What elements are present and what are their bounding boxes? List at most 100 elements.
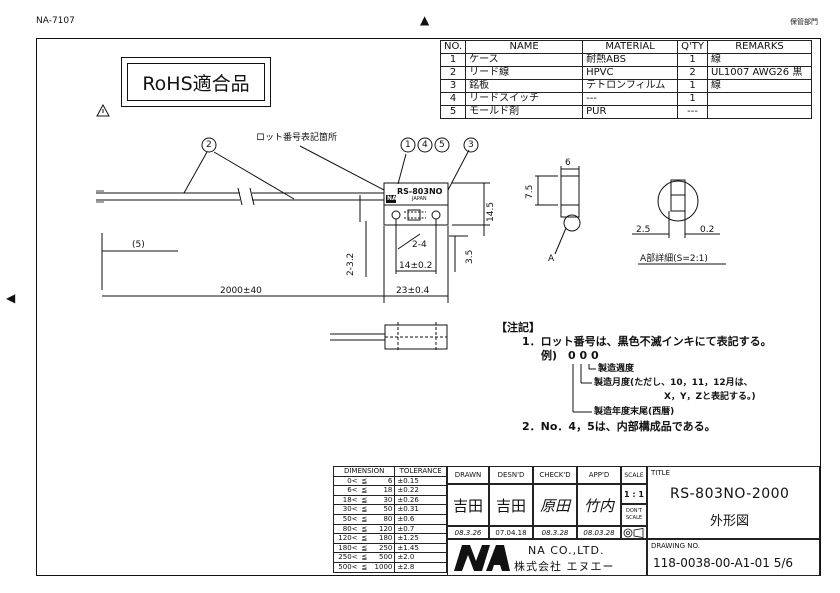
na-mini-logo [386,195,396,203]
tolerance-row: 6<≦18±0.22 [332,485,447,496]
doc-code: NA-7107 [36,16,75,26]
dim-3-5: 3.5 [465,249,475,264]
drawing-number: 118-0038-00-A1-01 5/6 [653,556,794,570]
tol-to: 120 [370,523,396,535]
side-view [560,175,580,218]
tolerance-table: DIMENSION TOLERANCE 0<≦6±0.15 6<≦18±0.22… [332,466,447,573]
tol-to: 18 [370,485,396,496]
tol-op: ≦ [359,533,371,544]
na-logo-icon [454,545,510,571]
tol-value: ±0.6 [394,513,447,525]
balloon-1: 1 [405,140,411,150]
dim-14-5: 14.5 [486,201,496,222]
warning-triangle-icon [96,104,110,117]
tol-op: ≦ [359,504,371,515]
balloon-4-circle [417,137,433,153]
tolerance-row: 80<≦120±0.7 [332,523,447,535]
tol-from: 50< [332,513,360,525]
checkd-signature: 原田 [533,484,577,526]
top-center-marker: ▲ [420,13,430,27]
tol-to: 50 [370,504,396,515]
marking-sub: JAPAN [412,196,427,202]
balloon-2-circle [201,137,217,153]
company-cell: NA CO.,LTD. 株式会社 エヌエー [447,539,647,576]
tol-to: 30 [370,494,396,506]
tol-from: 250< [332,552,360,563]
note-year: 製造年度末尾(西暦) [594,407,675,417]
balloon-3: 3 [468,140,474,150]
bom-row: 4 リードスイッチ --- 1 [439,92,813,106]
tol-to: 80 [370,513,396,525]
tolerance-row: 500<≦1000±2.8 [332,561,447,573]
tol-from: 18< [332,494,360,506]
projection-symbol-cell [621,526,647,539]
note-1: 1．ロット番号は、黒色不滅インキにて表記する。 [522,335,772,348]
tol-op: ≦ [359,561,371,573]
desnd-signature: 吉田 [489,484,533,526]
desnd-header: DESN'D [489,466,533,484]
tol-to: 1000 [370,561,396,573]
note-month-2: X，Y，Zと表記する。) [664,392,756,402]
tolerance-row: 30<≦50±0.31 [332,504,447,515]
tol-from: 500< [332,561,360,573]
projection-symbol-icon [623,527,644,538]
dim-6: 6 [565,158,571,168]
dim-2-5: 2.5 [636,225,651,235]
brand-mini-text: NA [387,195,397,202]
scale-header: SCALE [621,466,647,484]
notes-title: 【注記】 [496,321,540,334]
tol-value: ±0.22 [394,485,447,496]
tol-from: 120< [332,533,360,544]
note-week: 製造週度 [598,364,635,374]
bom-cell-remarks [706,105,813,119]
drawing-frame [36,38,821,576]
tol-to: 500 [370,552,396,563]
title-block: DRAWN DESN'D CHECK'D APP'D SCALE 吉田 吉田 原… [447,466,820,576]
bom-row: 5 モールド剤 PUR --- [439,105,813,119]
dim-0-2: 0.2 [700,225,715,235]
tolerance-row: 18<≦30±0.26 [332,494,447,506]
tol-from: 30< [332,504,360,515]
detail-a-circle [657,180,699,222]
tolerance-header-row: DIMENSION TOLERANCE [332,466,447,477]
tol-to: 250 [370,542,396,554]
tolerance-row: 180<≦250±1.45 [332,542,447,554]
view-a-label: A [548,254,555,264]
sensor-body [383,182,449,226]
dim-length: 2000±40 [220,286,262,296]
tolerance-row: 0<≦6±0.15 [332,475,447,487]
tol-value: ±0.26 [394,494,447,506]
tol-from: 80< [332,523,360,535]
tol-from: 0< [332,475,360,487]
dim-7-5: 7.5 [525,184,535,199]
balloon-1-circle [400,137,416,153]
dim-pitch: 14±0.2 [399,261,433,271]
date-desnd: 07.04.18 [489,526,533,539]
drawing-no-header: DRAWING NO. [651,542,700,550]
note-example-code: 0 0 0 [568,349,599,362]
bom-cell-no: 5 [439,105,467,119]
tol-value: ±1.25 [394,533,447,544]
lot-label: ロット番号表記箇所 [256,133,338,143]
tol-value: ±2.8 [394,561,447,573]
tol-op: ≦ [359,513,371,525]
note-2: 2．No．4，5は、内部構成品である。 [522,420,716,433]
title-cell: TITLE RS-803NO-2000 外形図 [647,466,820,539]
drawing-no-cell: DRAWING NO. 118-0038-00-A1-01 5/6 [647,539,820,576]
scale-value: 1 : 1 [621,484,647,504]
bom-row: 2 リード線 HPVC 2 UL1007 AWG26 黒 [439,66,813,80]
balloon-4: 4 [422,140,428,150]
balloon-5: 5 [439,140,445,150]
title-header: TITLE [651,469,670,477]
detail-a-label: A部詳細(S=2:1) [640,254,708,264]
tol-op: ≦ [359,494,371,506]
tol-value: ±1.45 [394,542,447,554]
tol-to: 6 [370,475,396,487]
company-name-jp: 株式会社 エヌエー [514,560,615,573]
tol-op: ≦ [359,475,371,487]
dim-s: (5) [132,240,145,250]
dim-2-3-2: 2-3.2 [346,252,356,276]
tol-value: ±0.7 [394,523,447,535]
balloon-2: 2 [206,140,212,150]
